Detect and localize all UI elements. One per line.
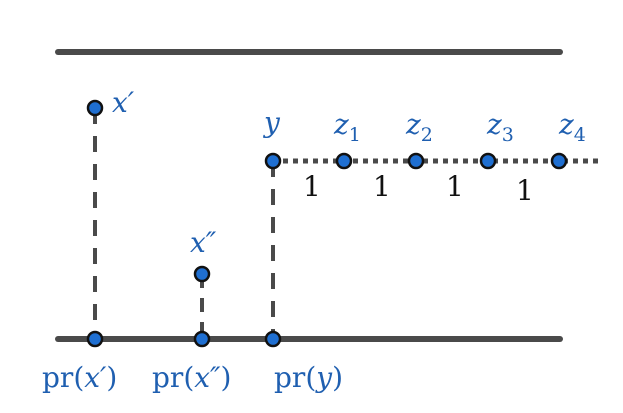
point-y (264, 152, 282, 170)
point-x-double-prime (193, 265, 211, 283)
label-y: y (262, 106, 281, 139)
point-pr-y (264, 330, 282, 348)
distance-label-1: 1 (303, 170, 321, 203)
point-pr-x-prime (86, 330, 104, 348)
label-pr-x-prime: pr(x′) (42, 361, 117, 394)
label-pr-y: pr(y) (274, 361, 343, 394)
label-pr-x-double-prime: pr(x″) (152, 361, 231, 394)
distance-label-3: 1 (446, 170, 464, 203)
label-z4: z4 (558, 108, 586, 146)
distance-label-4: 1 (516, 174, 534, 207)
point-z4 (550, 152, 568, 170)
label-x-double-prime: x″ (190, 226, 217, 259)
label-z1: z1 (333, 108, 361, 146)
label-x-prime: x′ (112, 86, 135, 119)
label-z3: z3 (486, 108, 514, 146)
point-pr-x-double-prime (193, 330, 211, 348)
point-z2 (407, 152, 425, 170)
distance-label-2: 1 (373, 170, 391, 203)
point-z3 (479, 152, 497, 170)
point-x-prime (86, 99, 104, 117)
label-z2: z2 (405, 108, 433, 146)
point-z1 (335, 152, 353, 170)
